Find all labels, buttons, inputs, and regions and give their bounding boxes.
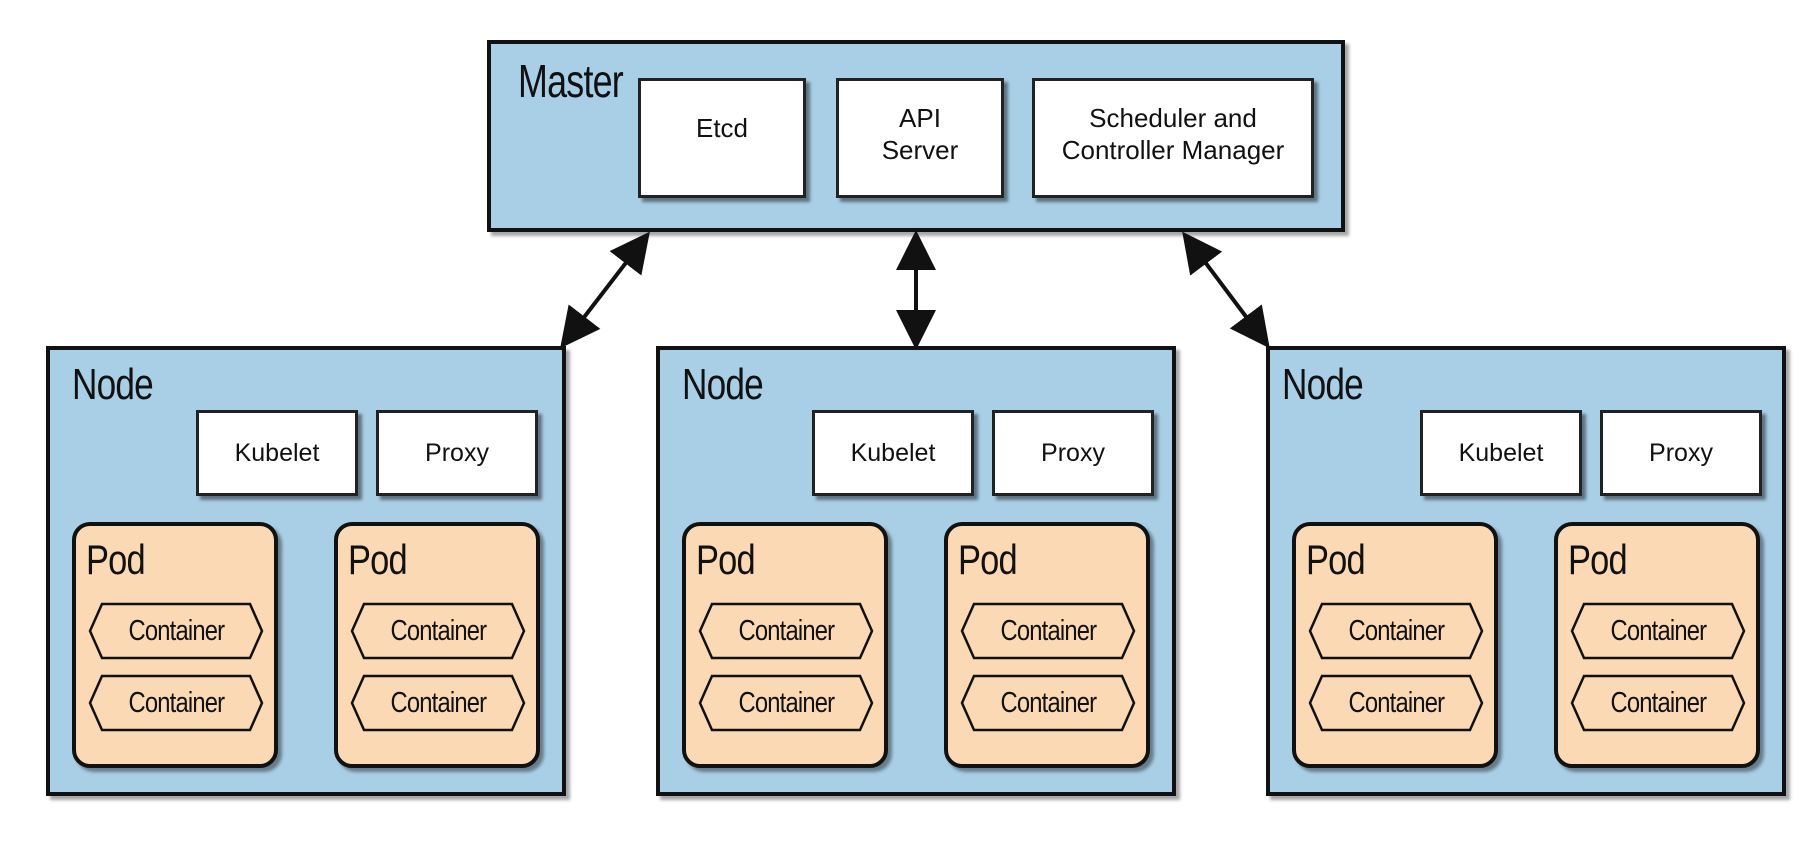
container-shape xyxy=(88,602,264,660)
kubelet-box: Kubelet xyxy=(196,410,358,496)
proxy-box: Proxy xyxy=(376,410,538,496)
container-shape xyxy=(1308,602,1484,660)
pod-box xyxy=(682,522,888,768)
pod-title: Pod xyxy=(1306,536,1366,583)
container-label: Container xyxy=(390,614,487,647)
pod-box xyxy=(334,522,540,768)
container-label: Container xyxy=(738,614,835,647)
proxy-box: Proxy xyxy=(992,410,1154,496)
container-shape xyxy=(350,602,526,660)
proxy-label: Proxy xyxy=(425,438,489,467)
container-shape xyxy=(698,602,874,660)
kubelet-label: Kubelet xyxy=(850,438,936,467)
pod-box xyxy=(1292,522,1498,768)
kubelet-box: Kubelet xyxy=(812,410,974,496)
pod-title: Pod xyxy=(348,536,408,583)
container-shape xyxy=(1570,674,1746,732)
api-server-box: API Server xyxy=(836,78,1004,198)
proxy-label: Proxy xyxy=(1649,438,1713,467)
pod-box xyxy=(944,522,1150,768)
pod-box xyxy=(72,522,278,768)
container-label: Container xyxy=(128,686,225,719)
container-shape xyxy=(1308,674,1484,732)
scheduler-label-line1: Scheduler and xyxy=(1089,103,1257,133)
kubelet-box: Kubelet xyxy=(1420,410,1582,496)
container-label: Container xyxy=(1348,686,1445,719)
pod-title: Pod xyxy=(1568,536,1628,583)
pod-title: Pod xyxy=(958,536,1018,583)
pod-title: Pod xyxy=(86,536,146,583)
container-shape xyxy=(1570,602,1746,660)
container-label: Container xyxy=(1000,614,1097,647)
container-shape xyxy=(698,674,874,732)
etcd-box: Etcd xyxy=(638,78,806,198)
arrow-master-node-1 xyxy=(560,231,650,349)
container-label: Container xyxy=(1610,686,1707,719)
pod-title: Pod xyxy=(696,536,756,583)
kubelet-label: Kubelet xyxy=(234,438,320,467)
node-title: Node xyxy=(1282,360,1364,409)
container-shape xyxy=(960,674,1136,732)
container-label: Container xyxy=(738,686,835,719)
pod-box xyxy=(1554,522,1760,768)
container-shape xyxy=(88,674,264,732)
api-server-label-line1: API xyxy=(899,103,941,133)
kubelet-label: Kubelet xyxy=(1458,438,1544,467)
scheduler-label-line2: Controller Manager xyxy=(1061,135,1285,165)
container-label: Container xyxy=(1610,614,1707,647)
container-label: Container xyxy=(1348,614,1445,647)
api-server-label-line2: Server xyxy=(881,135,959,165)
container-shape xyxy=(350,674,526,732)
scheduler-controller-box: Scheduler and Controller Manager xyxy=(1032,78,1314,198)
proxy-label: Proxy xyxy=(1041,438,1105,467)
proxy-box: Proxy xyxy=(1600,410,1762,496)
node-title: Node xyxy=(72,360,154,409)
container-shape xyxy=(960,602,1136,660)
node-title: Node xyxy=(682,360,764,409)
arrow-master-node-3 xyxy=(1182,231,1270,349)
master-title: Master xyxy=(518,55,624,107)
container-label: Container xyxy=(128,614,225,647)
etcd-label: Etcd xyxy=(695,113,749,143)
container-label: Container xyxy=(1000,686,1097,719)
container-label: Container xyxy=(390,686,487,719)
